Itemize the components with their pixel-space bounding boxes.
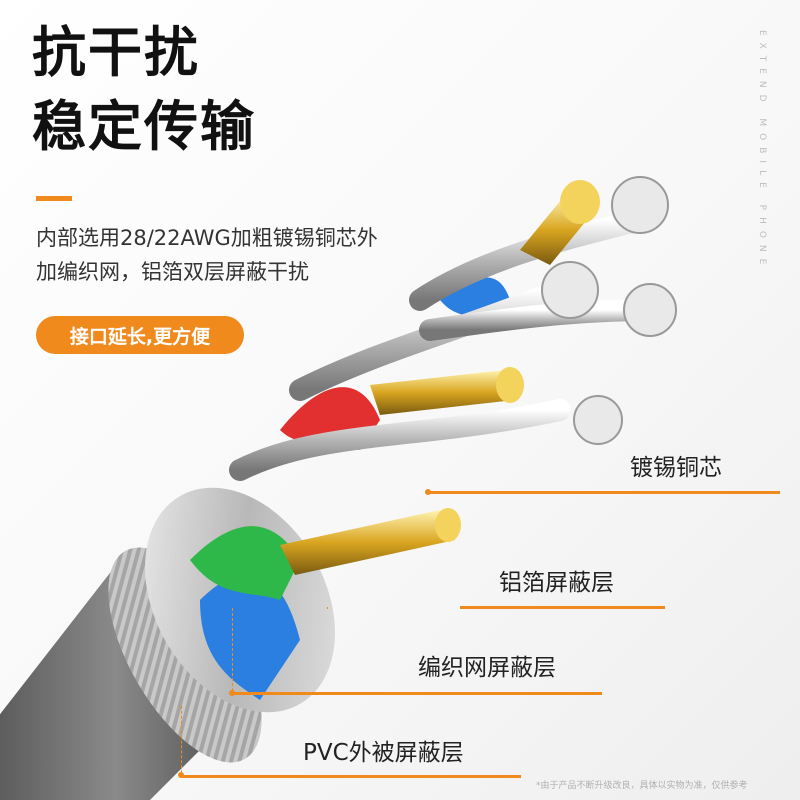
side-vertical-text: EXTEND MOBILE PHONE — [757, 30, 767, 272]
callout-leader-foil — [327, 607, 329, 609]
callout-line-pvc — [181, 775, 521, 778]
callout-label-copper: 镀锡铜芯 — [630, 455, 722, 481]
tinned-copper-cores — [280, 180, 600, 575]
callout-label-foil: 铝箔屏蔽层 — [499, 570, 614, 596]
callout-leader-pvc — [181, 706, 183, 778]
callout-line-copper — [428, 491, 780, 494]
callout-line-foil — [460, 606, 665, 609]
callout-leader-braid — [232, 608, 234, 696]
feature-badge: 接口延长,更方便 — [36, 316, 244, 354]
headline-line-1: 抗干扰 — [32, 21, 200, 84]
description-line-1: 内部选用28/22AWG加粗镀锡铜芯外 — [36, 226, 378, 250]
silver-drain-strands — [229, 209, 661, 481]
description-line-2: 加编织网，铝箔双层屏蔽干扰 — [36, 260, 309, 284]
callout-label-pvc: PVC外被屏蔽层 — [303, 740, 464, 766]
callout-label-braid: 编织网屏蔽层 — [418, 655, 556, 681]
callout-line-braid — [232, 692, 602, 695]
headline-line-2: 稳定传输 — [32, 95, 256, 158]
accent-bar — [36, 196, 72, 201]
strand-bundle-ends — [541, 176, 677, 445]
disclaimer-footnote: *由于产品不断升级改良，具体以实物为准，仅供参考 — [536, 781, 748, 791]
